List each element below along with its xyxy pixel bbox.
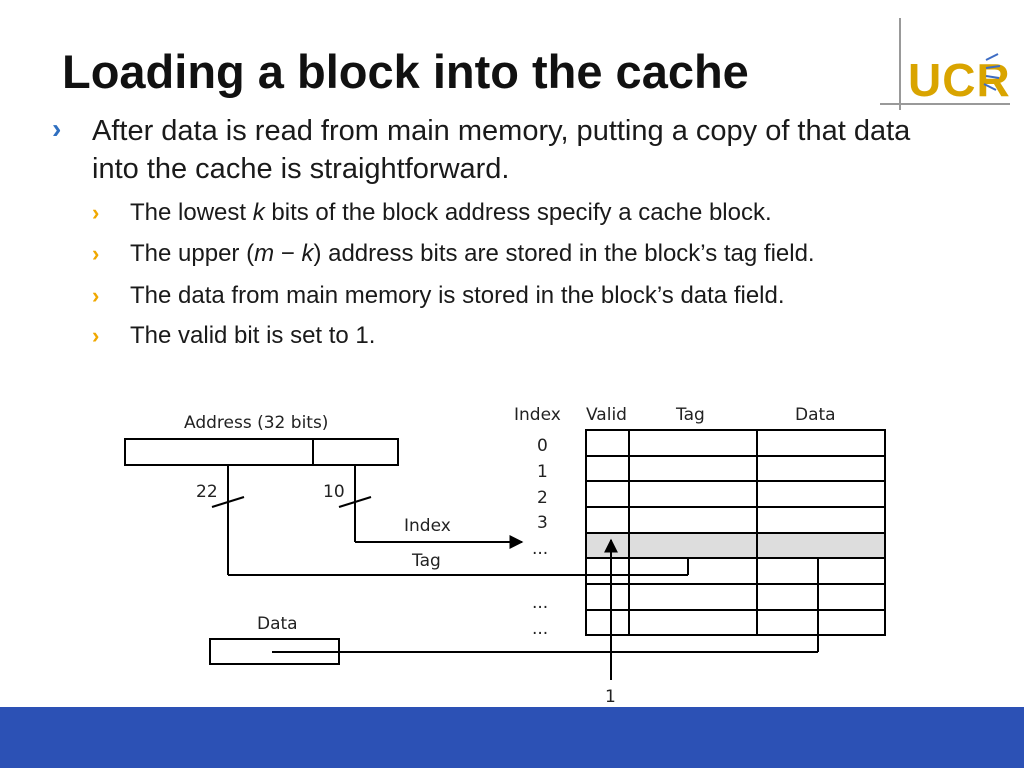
row-index-3: 3 <box>537 513 548 533</box>
footer-bar <box>0 707 1024 768</box>
index-arrow-label: Index <box>404 516 451 536</box>
bullet-chevron-icon: › <box>52 113 62 144</box>
cache-table <box>585 429 886 636</box>
address-register <box>124 438 399 466</box>
sub-bullet-chevron-icon: › <box>92 283 100 308</box>
row-index-2: 2 <box>537 488 548 508</box>
sub-bullet-2: The upper (m − k) address bits are store… <box>130 240 815 267</box>
main-bullet-text: After data is read from main memory, put… <box>92 115 911 185</box>
row-index-0: 0 <box>537 436 548 456</box>
cache-diagram: Address (32 bits) 22 Tag 10 Index Data I… <box>124 405 886 707</box>
tag-arrow-label: Tag <box>411 551 441 571</box>
col-header-valid: Valid <box>586 405 627 425</box>
sub-bullet-chevron-icon: › <box>92 323 100 348</box>
col-header-index: Index <box>514 405 561 425</box>
col-header-tag: Tag <box>675 405 705 425</box>
tag-bus-slash <box>211 496 245 508</box>
col-header-data: Data <box>795 405 836 425</box>
sub-bullet-4: The valid bit is set to 1. <box>130 322 376 349</box>
ucr-logo: UCR <box>880 18 1010 110</box>
slide-title: Loading a block into the cache <box>62 45 749 98</box>
sub-bullet-chevron-icon: › <box>92 241 100 266</box>
sub-bullet-3: The data from main memory is stored in t… <box>130 282 785 309</box>
address-label: Address (32 bits) <box>184 413 328 433</box>
index-bits-label: 10 <box>323 482 345 502</box>
lower-ellipsis-1: ... <box>532 593 548 613</box>
index-bus-slash <box>338 496 372 508</box>
tag-bits-label: 22 <box>196 482 218 502</box>
sub-bullet-chevron-icon: › <box>92 200 100 225</box>
lower-ellipsis-2: ... <box>532 619 548 639</box>
logo-text: UCR <box>908 54 1010 106</box>
logo-rays <box>983 53 1001 91</box>
sub-bullet-1: The lowest k bits of the block address s… <box>130 199 772 226</box>
data-register-label: Data <box>257 614 298 634</box>
row-index-1: 1 <box>537 462 548 482</box>
row-index-ellipsis: ... <box>532 539 548 559</box>
valid-bit-value: 1 <box>605 687 616 707</box>
highlighted-cache-row <box>586 533 885 558</box>
